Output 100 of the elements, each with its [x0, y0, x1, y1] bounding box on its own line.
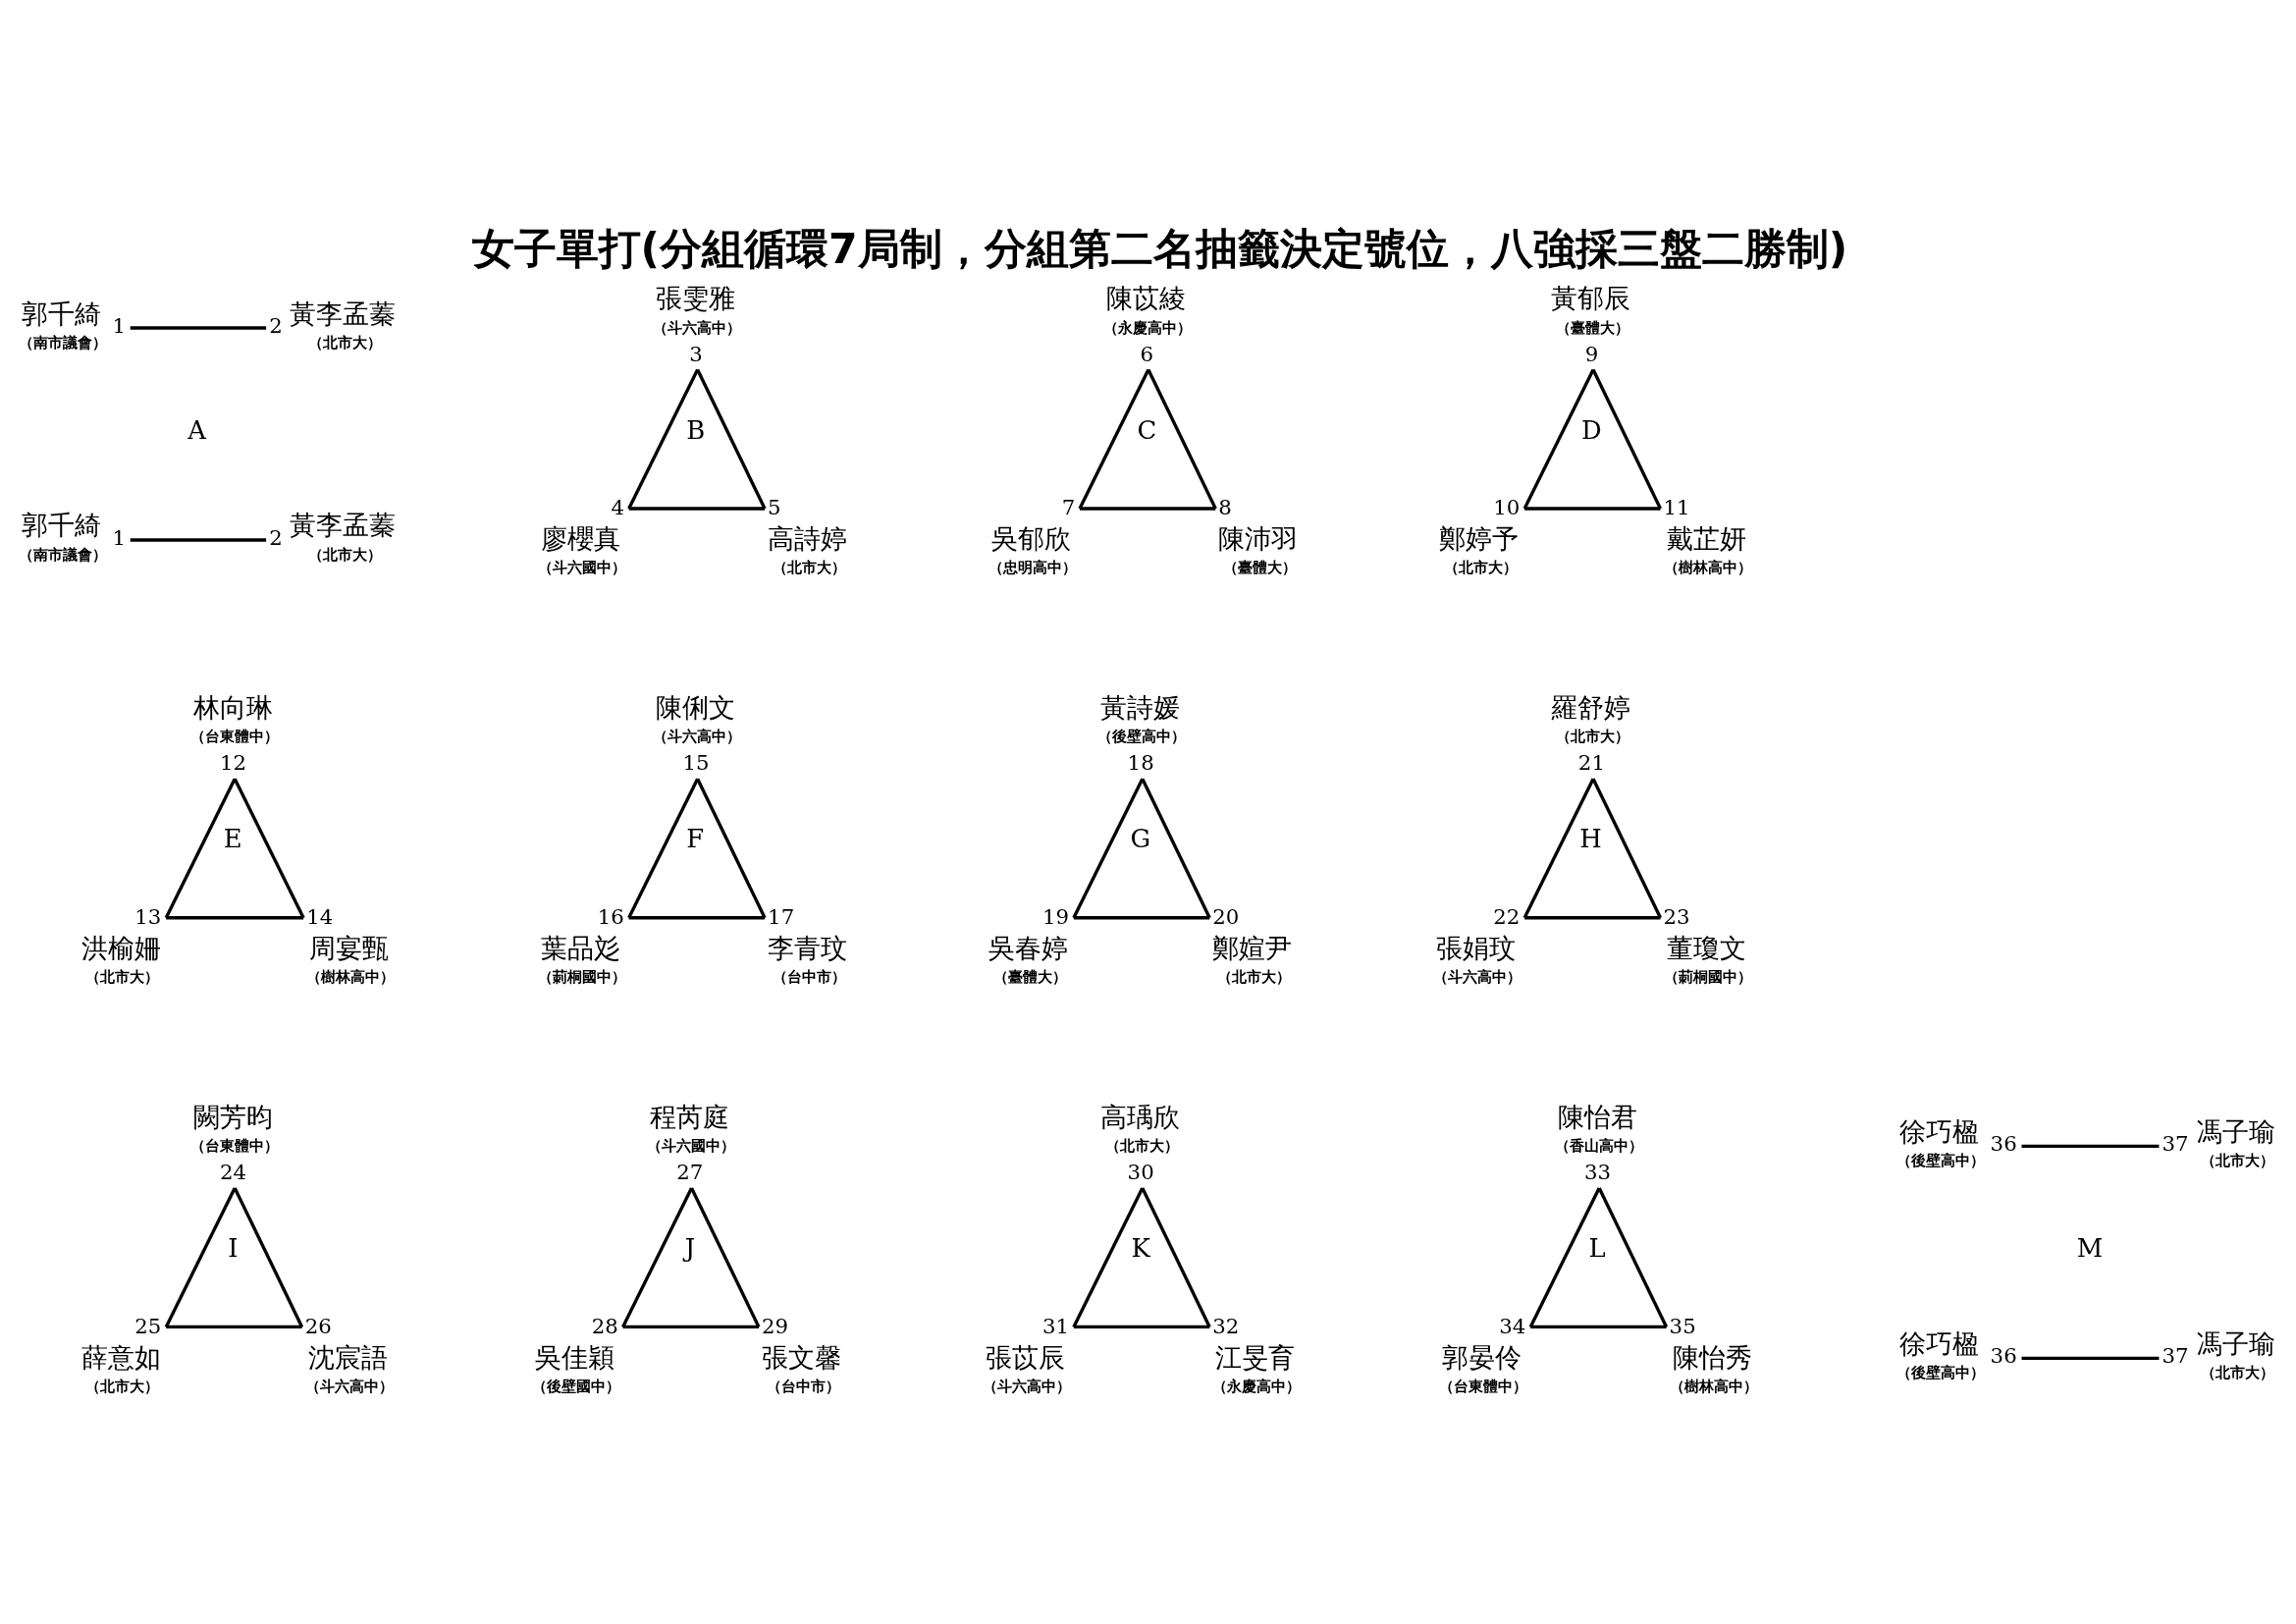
node-label: 36 — [1990, 1342, 2017, 1368]
node-label: 29 — [762, 1313, 789, 1338]
node-label: 30 — [1127, 1159, 1154, 1184]
node-label: 16 — [597, 903, 624, 929]
node-label: 3 — [689, 341, 703, 366]
connector — [621, 1186, 694, 1327]
node-text: 陳苡綾 （永慶高中） — [1103, 282, 1193, 337]
node-label: 23 — [1663, 903, 1690, 929]
node-text: 黃詩媛 （後壁高中） — [1097, 691, 1187, 745]
node-label: 33 — [1583, 1159, 1612, 1184]
connector — [622, 1325, 759, 1328]
node-label: 12 — [219, 749, 247, 775]
node-label: 2 — [269, 312, 283, 338]
label: J — [684, 1232, 696, 1263]
node-text: 廖櫻真 （斗六國中） — [537, 522, 626, 576]
connector — [1079, 506, 1216, 511]
connector — [233, 1186, 304, 1327]
label: C — [1137, 414, 1157, 445]
connector — [1597, 1186, 1669, 1327]
label: I — [228, 1232, 239, 1263]
node-label: 27 — [676, 1159, 704, 1184]
connector — [1522, 778, 1595, 918]
node-label: 1 — [112, 524, 127, 550]
connector — [1591, 368, 1662, 510]
connector — [696, 778, 767, 918]
label: L — [1588, 1232, 1606, 1263]
node-text: 洪榆姍 （北市大） — [80, 932, 161, 986]
node-label: 2 — [269, 524, 283, 550]
node-text: 程芮庭 （斗六國中） — [646, 1101, 735, 1155]
node-label: 11 — [1663, 494, 1690, 519]
node-text: 郭千綺 （南市議會） — [18, 509, 107, 564]
node-text: 黃李孟蓁 （北市大） — [290, 509, 397, 564]
connector — [1147, 368, 1217, 510]
node-label: 24 — [219, 1159, 247, 1184]
node-label: 18 — [1127, 749, 1154, 775]
connector — [164, 778, 237, 918]
connector — [166, 915, 304, 919]
node-label: 26 — [304, 1313, 332, 1338]
node-text: 鄭婷予 （北市大） — [1439, 522, 1520, 576]
node-text: 董瓊文 （莿桐國中） — [1663, 932, 1752, 986]
connector — [628, 506, 766, 511]
connector — [627, 368, 700, 510]
label: D — [1580, 414, 1602, 445]
node-text: 張文馨 （台中市） — [762, 1341, 841, 1395]
node-text: 高瑀欣 （北市大） — [1100, 1101, 1181, 1155]
node-text: 馮子瑜 （北市大） — [2196, 1327, 2276, 1381]
node-text: 吳郁欣 （忠明高中） — [988, 522, 1078, 576]
node-label: 31 — [1041, 1313, 1069, 1338]
node-text: 張娟玟 （斗六高中） — [1433, 932, 1522, 986]
node-text: 黃郁辰 （臺體大） — [1551, 282, 1631, 337]
connector — [164, 1186, 237, 1327]
connector — [2021, 1356, 2160, 1360]
node-text: 吳佳穎 （後壁國中） — [531, 1341, 620, 1395]
node-label: 36 — [1990, 1130, 2017, 1156]
node-label: 21 — [1577, 749, 1605, 775]
node-label: 34 — [1499, 1313, 1526, 1338]
label: K — [1131, 1232, 1150, 1263]
connector — [1141, 1186, 1211, 1327]
diagram-title: 女子單打(分組循環7局制，分組第二名抽籤決定號位，八強採三盤二勝制) — [471, 223, 1848, 273]
node-text: 葉品彣 （莿桐國中） — [537, 932, 626, 986]
connector — [1530, 1325, 1667, 1328]
connector — [1072, 1186, 1145, 1327]
node-label: 22 — [1493, 903, 1521, 929]
node-text: 李青玟 （台中市） — [768, 932, 848, 986]
connector — [1524, 506, 1661, 511]
node-text: 張苡辰 （斗六高中） — [983, 1341, 1072, 1395]
label: M — [2076, 1232, 2104, 1263]
node-label: 1 — [112, 312, 127, 338]
label: E — [223, 823, 242, 853]
node-text: 馮子瑜 （北市大） — [2196, 1115, 2276, 1169]
node-text: 黃李孟蓁 （北市大） — [290, 298, 397, 352]
node-label: 10 — [1493, 494, 1521, 519]
node-text: 闕芳昀 （台東體中） — [189, 1101, 279, 1155]
node-text: 羅舒婷 （北市大） — [1551, 691, 1631, 745]
connector — [696, 368, 767, 510]
node-text: 戴芷妍 （樹林高中） — [1663, 522, 1752, 576]
connector — [233, 778, 305, 918]
connector — [1078, 368, 1150, 510]
node-text: 徐巧楹 （後壁高中） — [1896, 1115, 1985, 1169]
node-text: 吳春婷 （臺體大） — [988, 932, 1069, 986]
node-label: 25 — [134, 1313, 162, 1338]
node-label: 5 — [768, 494, 781, 519]
node-text: 陳怡君 （香山高中） — [1554, 1101, 1643, 1155]
node-label: 35 — [1669, 1313, 1696, 1338]
node-text: 陳俐文 （斗六高中） — [652, 691, 741, 745]
label: A — [187, 414, 206, 445]
label: G — [1130, 823, 1151, 853]
connector — [1591, 778, 1662, 918]
connector — [1522, 368, 1595, 510]
node-label: 28 — [591, 1313, 618, 1338]
connector — [1072, 778, 1145, 918]
label: B — [686, 414, 706, 445]
node-label: 6 — [1140, 341, 1154, 366]
node-label: 14 — [306, 903, 334, 929]
node-label: 8 — [1218, 494, 1232, 519]
node-label: 19 — [1041, 903, 1069, 929]
node-label: 9 — [1584, 341, 1599, 366]
label: F — [686, 823, 705, 853]
node-text: 郭千綺 （南市議會） — [18, 298, 107, 352]
connector — [1524, 915, 1661, 919]
